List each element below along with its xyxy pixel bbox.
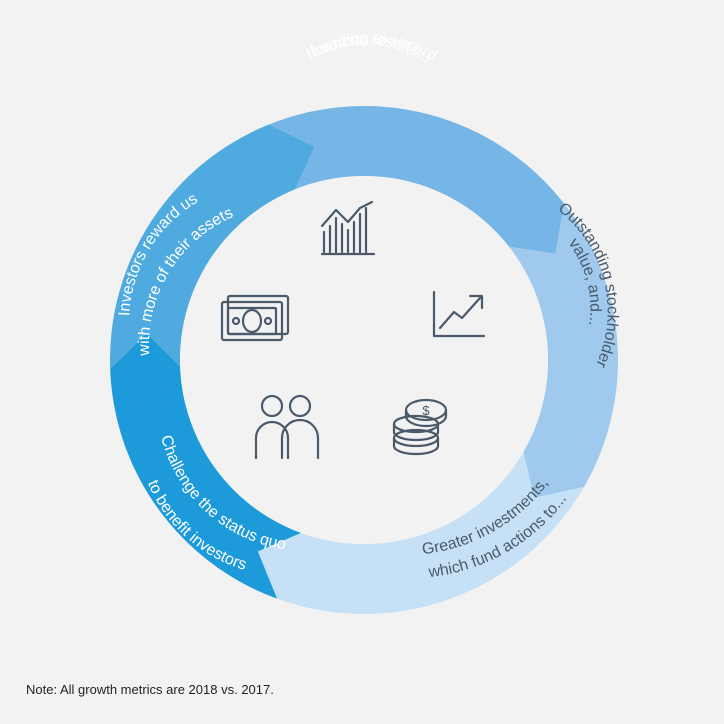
coins-icon: $ (392, 398, 448, 456)
ring-segment-1 (268, 106, 565, 254)
segment-1-line-2: financial results... (304, 32, 435, 67)
trend-up-icon (432, 290, 486, 338)
ring-segment-4 (110, 333, 302, 599)
ring-segment-3 (257, 452, 584, 614)
people-icon (254, 394, 320, 460)
center-circle (180, 176, 548, 544)
bar-chart-icon (320, 200, 376, 256)
ring-segment-5 (110, 124, 315, 369)
footnote: Note: All growth metrics are 2018 vs. 20… (26, 682, 274, 697)
money-bill-icon (220, 294, 290, 342)
svg-text:$: $ (422, 403, 430, 418)
ring-segment-2 (508, 203, 618, 498)
